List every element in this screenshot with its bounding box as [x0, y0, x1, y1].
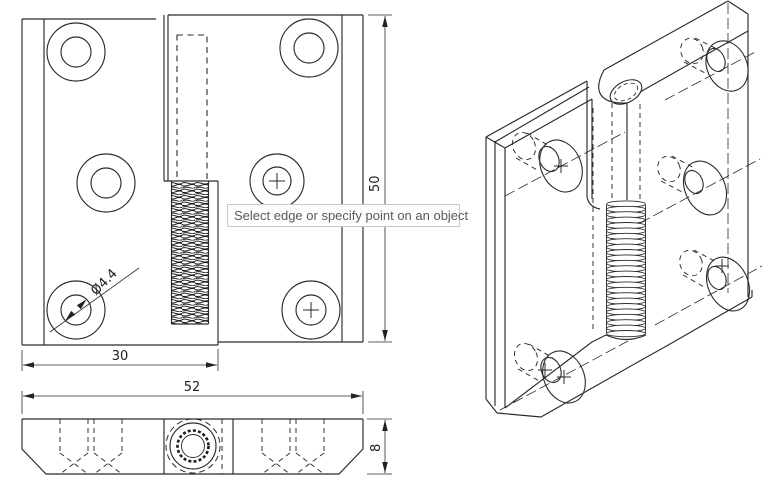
front-thread-texture[interactable] [171, 182, 209, 324]
bottom-view[interactable]: 52 8 [21, 380, 392, 475]
dim-hole-dia-label[interactable]: Ø4.4 [88, 266, 120, 298]
bottom-thread-ring[interactable] [176, 429, 210, 463]
hole-top-right-inner[interactable] [293, 32, 325, 64]
hole-mid-left-inner[interactable] [90, 167, 122, 199]
center-marks [269, 173, 319, 318]
bottom-hidden-hole-4[interactable] [295, 419, 325, 475]
iso-hole-right-mid-back[interactable] [654, 153, 685, 186]
iso-coil[interactable] [606, 200, 646, 338]
cursor-tooltip: Select edge or specify point on an objec… [227, 204, 468, 227]
iso-hole-right-bottom[interactable] [698, 250, 757, 317]
front-joint-lines[interactable] [163, 15, 169, 181]
iso-hole-right-mid[interactable] [675, 154, 734, 221]
iso-hole-right-bottom-back[interactable] [676, 247, 707, 280]
isometric-view[interactable] [485, 0, 763, 418]
bottom-outline[interactable] [21, 418, 364, 475]
front-right-leaf-outline[interactable] [168, 14, 364, 345]
iso-hole-right-bottom-throat[interactable] [704, 264, 729, 293]
iso-right-plate[interactable] [598, 0, 753, 349]
iso-hole-left-top-throat[interactable] [535, 143, 563, 174]
bottom-hidden-hole-2[interactable] [93, 419, 123, 475]
iso-hole-right-top[interactable] [698, 34, 756, 98]
dim-leaf-width-30[interactable] [21, 349, 219, 371]
hole-mid-left[interactable] [76, 153, 136, 213]
dim-thickness-label[interactable]: 8 [369, 444, 384, 452]
dim-width-label[interactable]: 52 [184, 380, 201, 395]
front-left-leaf-outline[interactable] [21, 18, 218, 346]
hole-mid-right-inner[interactable] [262, 166, 292, 196]
hole-top-right[interactable] [279, 18, 339, 78]
dim-height-label[interactable]: 50 [368, 175, 383, 192]
bottom-knuckle-edges[interactable] [163, 419, 234, 474]
dim-width-52[interactable] [21, 391, 364, 414]
cursor-tooltip-text: Select edge or specify point on an objec… [234, 208, 469, 223]
iso-left-plate[interactable] [485, 80, 646, 418]
front-hidden-pin[interactable] [176, 34, 208, 182]
dim-height-50[interactable] [368, 14, 392, 343]
bottom-hidden-hole-3[interactable] [261, 419, 291, 475]
hole-bottom-right[interactable] [281, 280, 341, 340]
bottom-pin-core[interactable] [181, 434, 205, 458]
iso-hole-right-top-back[interactable] [677, 35, 708, 68]
hole-bottom-right-inner[interactable] [295, 294, 327, 326]
iso-centerlines [499, 3, 763, 411]
iso-hole-left-bottom-throat[interactable] [537, 354, 565, 385]
iso-hole-left-top-back[interactable] [508, 129, 539, 164]
iso-pin-hole-inner[interactable] [611, 80, 640, 105]
iso-hole-right-mid-throat[interactable] [681, 168, 706, 197]
hole-top-left-inner[interactable] [60, 36, 92, 68]
iso-hidden-barrel-walls[interactable] [592, 103, 641, 330]
bottom-barrel[interactable] [169, 422, 217, 470]
iso-pin-hole[interactable] [606, 75, 646, 110]
iso-center-marks [538, 159, 729, 384]
hole-top-left[interactable] [46, 22, 106, 82]
iso-hole-right-top-throat[interactable] [703, 46, 728, 75]
hole-bottom-left-inner[interactable] [60, 294, 92, 326]
iso-hole-left-top[interactable] [532, 133, 591, 199]
dim-hole-dia-leader[interactable] [49, 267, 140, 333]
bottom-barrel-hidden[interactable] [165, 418, 221, 474]
bottom-hidden-hole-1[interactable] [59, 419, 89, 475]
iso-hole-left-bottom-back[interactable] [510, 340, 541, 375]
iso-barrel-bottom[interactable] [605, 334, 664, 359]
hole-bottom-left[interactable] [46, 280, 106, 340]
dim-leaf-width-label[interactable]: 30 [112, 349, 129, 364]
front-view[interactable]: 50 30 Ø4.4 [21, 14, 392, 371]
